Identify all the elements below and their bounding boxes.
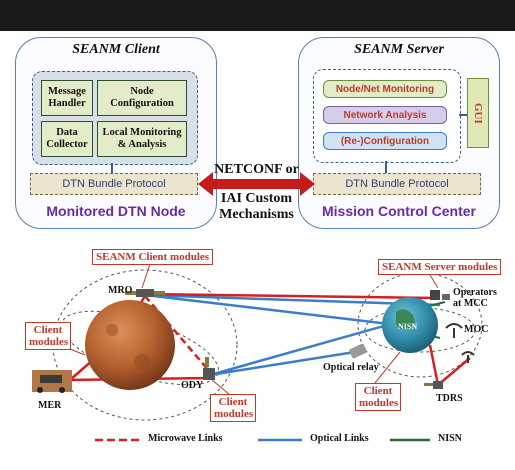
server-title: SEANM Server: [354, 42, 444, 57]
link-text-2: IAI Custom: [220, 191, 293, 206]
microwave-link-mro-operators: [144, 292, 436, 300]
node-net-monitoring-module: Node/Net Monitoring: [323, 80, 447, 98]
nisn-client-modules: Client modules: [355, 383, 401, 411]
client-modules-callout: SEANM Client modules: [92, 249, 214, 265]
node-configuration-module: Node Configuration: [97, 80, 187, 116]
optical-link-mro-earth: [144, 293, 399, 327]
link-text-1: NETCONF or: [214, 162, 299, 177]
moc-dish: [445, 323, 463, 338]
client-footer: Monitored DTN Node: [46, 203, 186, 219]
optical-relay-satellite: [349, 343, 367, 359]
operators-label: Operators at MCC: [453, 287, 497, 309]
optical-link-mro-moc: [144, 293, 441, 307]
ground-antenna: [461, 351, 475, 363]
server-footer: Mission Control Center: [321, 203, 476, 219]
mars-planet: [85, 300, 175, 390]
mro-spacecraft: [125, 289, 165, 297]
earth-orbit-inner: [364, 307, 476, 353]
operators-station: [430, 290, 450, 300]
client-connector: [111, 163, 113, 173]
client-callout-pointer: [141, 263, 151, 289]
server-bundle-protocol: DTN Bundle Protocol: [313, 173, 481, 195]
nisn-client-pointer: [374, 351, 401, 384]
client-title: SEANM Client: [72, 42, 160, 57]
server-panel: SEANM Server Node/Net Monitoring Network…: [298, 37, 500, 229]
gui-box[interactable]: GUI: [467, 78, 489, 148]
client-panel: SEANM Client Message Handler Node Config…: [15, 37, 217, 229]
mars-orbit-outer: [52, 269, 238, 421]
moc-label: MOC: [464, 324, 489, 335]
ody-label: ODY: [181, 380, 204, 391]
optical-link-ody-relay: [209, 350, 356, 377]
message-handler-module: Message Handler: [41, 80, 93, 116]
gui-connector: [459, 114, 467, 116]
earth-land: [396, 309, 415, 330]
mer-label: MER: [38, 400, 62, 411]
reconfiguration-module: (Re-)Configuration: [323, 132, 447, 150]
client-bundle-protocol: DTN Bundle Protocol: [30, 173, 198, 195]
legend-nisn-label: NISN: [438, 433, 462, 444]
earth-orbit-outer: [357, 272, 483, 378]
mars-crater-2: [134, 354, 150, 370]
ody-spacecraft: [203, 357, 215, 380]
server-connector: [385, 161, 387, 173]
legend-microwave-label: Microwave Links: [148, 433, 223, 444]
optical-relay-label: Optical relay: [323, 362, 379, 373]
server-callout-pointer: [429, 274, 439, 289]
mer-rover: [32, 370, 72, 393]
ody-client-modules: Client modules: [210, 394, 256, 422]
tdrs-label: TDRS: [436, 393, 463, 404]
server-modules-callout: SEANM Server modules: [378, 259, 502, 275]
link-text-3: Mechanisms: [219, 207, 294, 222]
mro-label: MRO: [108, 285, 133, 296]
microwave-link-tdrs-ground: [437, 357, 471, 386]
nisn-label: NISN: [398, 322, 418, 331]
mars-crater-1: [106, 324, 118, 336]
optical-link-ody-earth: [209, 320, 399, 377]
tdrs-satellite: [424, 381, 443, 389]
top-bar: [0, 0, 515, 31]
data-collector-module: Data Collector: [41, 121, 93, 157]
ody-client-pointer: [211, 379, 231, 396]
legend-optical-label: Optical Links: [310, 433, 369, 444]
mer-client-modules: Client modules: [25, 322, 71, 350]
network-analysis-module: Network Analysis: [323, 106, 447, 124]
local-monitoring-module: Local Monitoring & Analysis: [97, 121, 187, 157]
microwave-link-earth-tdrs: [428, 344, 440, 386]
